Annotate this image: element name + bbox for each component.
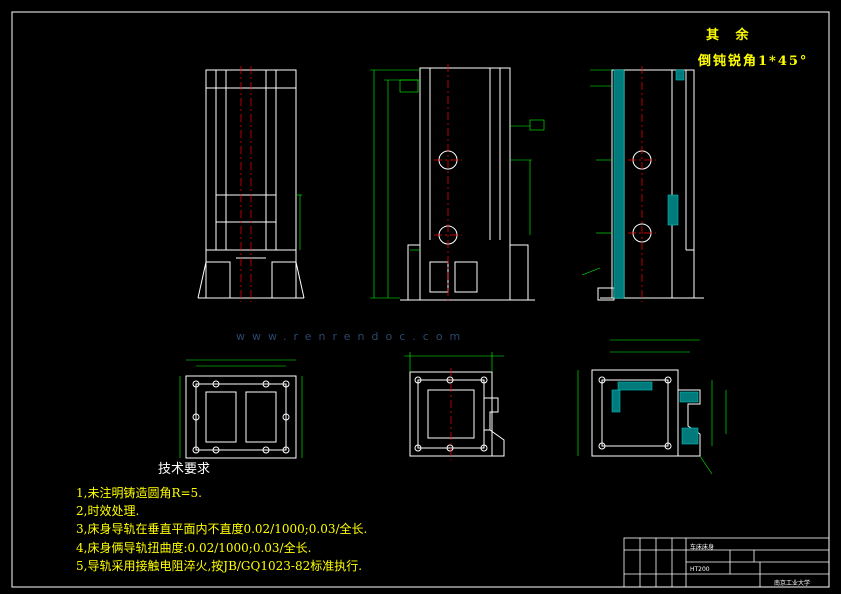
tech-requirement-2: 2,时效处理.	[76, 504, 140, 518]
title-block-part-name: 车床床身	[690, 544, 715, 551]
right-section-hatching	[613, 69, 685, 299]
left-plan-view	[185, 375, 297, 459]
right-plan-dimensions	[577, 339, 727, 475]
tech-requirement-5: 5,导轨采用接触电阻淬火,按JB/GQ1023-82标准执行.	[76, 559, 363, 573]
right-plan-hatching	[611, 381, 699, 445]
chamfer-note: 倒钝锐角1*45°	[698, 54, 809, 69]
center-plan-view	[409, 371, 505, 457]
right-plan-section	[591, 369, 701, 457]
title-block-school: 南京工业大学	[774, 580, 811, 587]
left-view-centerlines	[240, 66, 252, 302]
remaining-surface-note: 其 余	[706, 28, 755, 43]
left-plan-dimensions	[179, 359, 303, 458]
front-view-centerlines	[434, 64, 462, 304]
drawing-frame	[11, 11, 830, 588]
tech-requirement-4: 4,床身俩导轨扭曲度:0.02/1000;0.03/全长.	[76, 541, 312, 555]
watermark-url: www.renrendoc.com	[236, 330, 468, 343]
tech-requirements-title: 技术要求	[158, 462, 211, 477]
front-elevation-view	[400, 67, 535, 301]
tech-requirement-1: 1,未注明铸造圆角R=5.	[76, 486, 202, 500]
front-view-dimensions	[370, 69, 545, 299]
right-view-dimensions	[581, 69, 612, 276]
center-plan-dimensions	[404, 352, 504, 372]
tech-requirement-3: 3,床身导轨在垂直平面内不直度0.02/1000;0.03/全长.	[76, 522, 368, 536]
title-block-material: HT200	[690, 566, 710, 573]
title-block	[623, 537, 830, 588]
right-view-centerlines	[628, 66, 656, 302]
left-view-dimensions	[296, 194, 302, 250]
